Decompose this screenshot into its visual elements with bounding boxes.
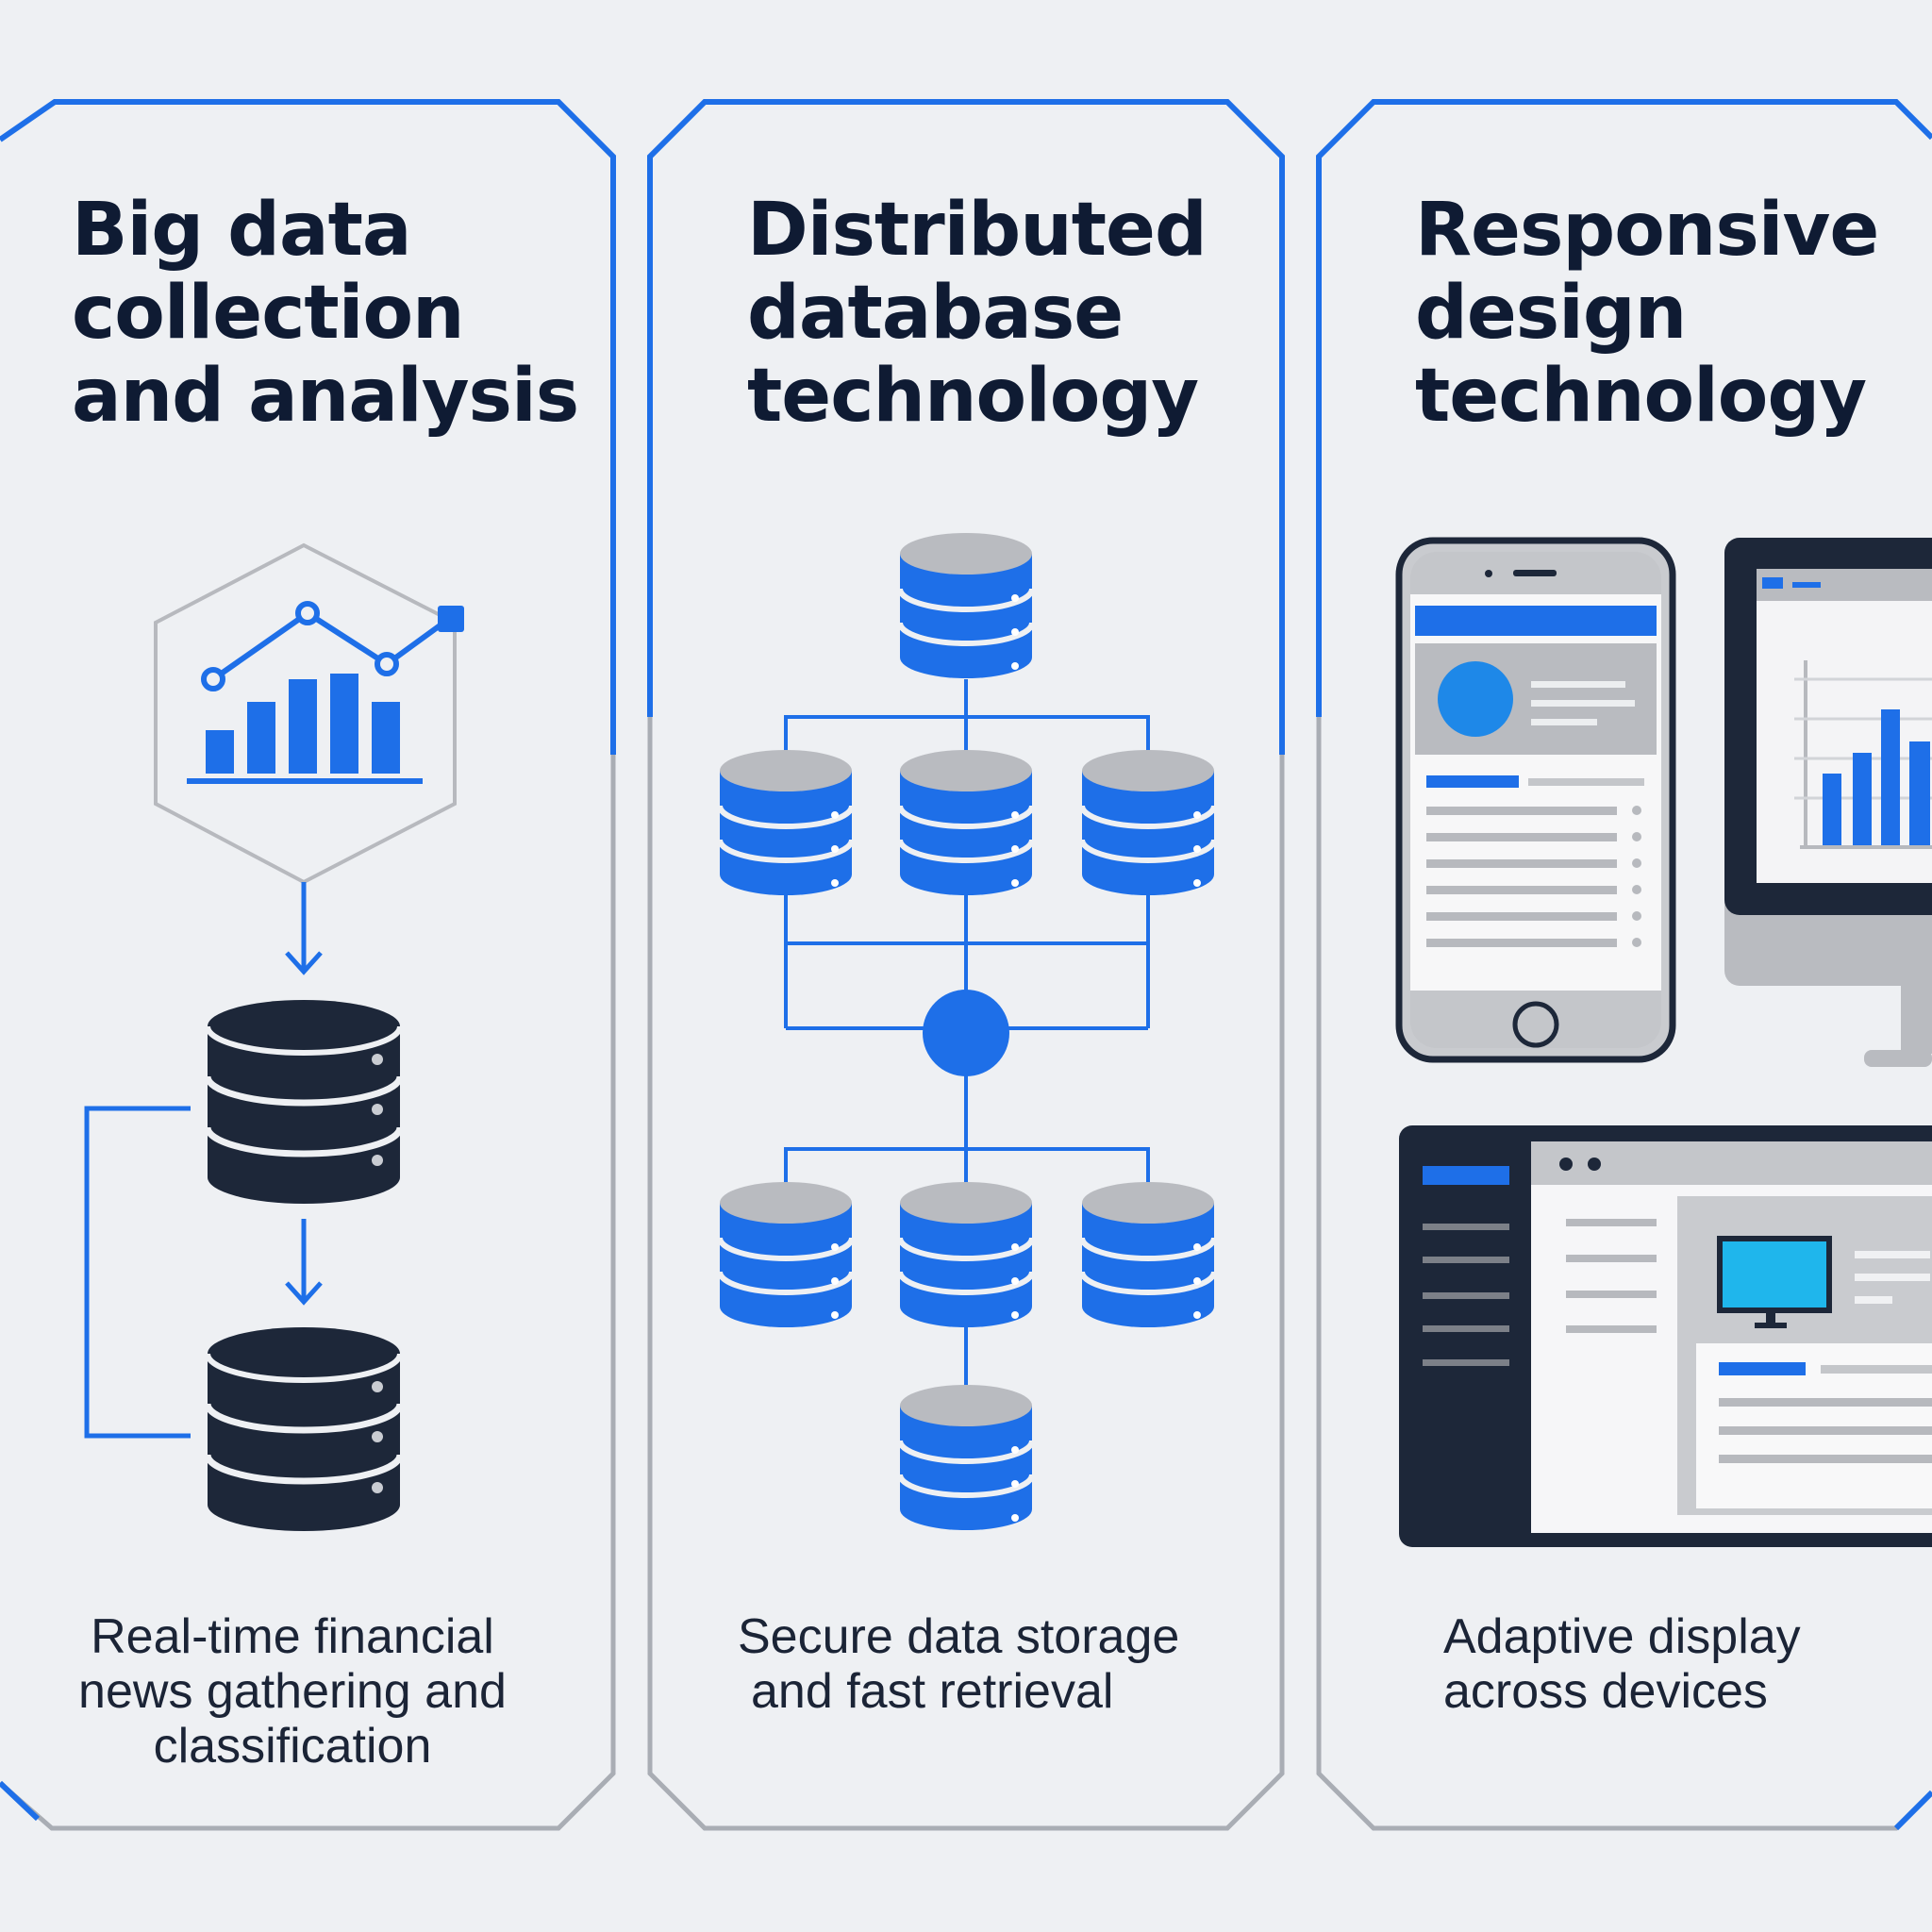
title-line: Distributed xyxy=(747,188,1208,273)
network-node-icon xyxy=(923,990,1009,1076)
panel-3-frame xyxy=(1316,99,1932,1831)
database-icon xyxy=(900,750,1032,895)
database-icon xyxy=(1082,1182,1214,1327)
database-icon xyxy=(720,1182,852,1327)
title-line: collection xyxy=(72,271,465,356)
panel-caption: Secure data storage and fast retrieval xyxy=(738,1609,1228,1719)
panel-title: Distributed database technology xyxy=(747,188,1208,439)
database-icon xyxy=(1082,750,1214,895)
title-line: database xyxy=(747,271,1124,356)
panel-title: Responsive design technology xyxy=(1415,188,1879,439)
caption-line: Adaptive display xyxy=(1443,1609,1801,1664)
title-line: technology xyxy=(1415,354,1867,439)
database-icon xyxy=(900,533,1032,678)
caption-line: Real-time financial xyxy=(91,1609,494,1664)
panel-1-frame xyxy=(0,99,616,1831)
arrow-down-icon xyxy=(285,1219,323,1306)
title-line: and analysis xyxy=(72,354,579,439)
laptop-icon xyxy=(1399,1125,1932,1547)
database-icon xyxy=(208,1000,400,1204)
title-line: technology xyxy=(747,354,1199,439)
panel-title: Big data collection and analysis xyxy=(72,188,579,439)
panel-2-frame xyxy=(647,99,1285,1831)
caption-line: classification xyxy=(153,1719,432,1774)
caption-line: and fast retrieval xyxy=(751,1664,1114,1719)
desktop-monitor-icon xyxy=(1724,538,1932,1067)
title-line: Responsive xyxy=(1415,188,1879,273)
caption-line: across devices xyxy=(1443,1664,1768,1719)
analytics-hexagon-icon xyxy=(154,542,464,885)
loop-connector xyxy=(84,1106,191,1439)
database-icon xyxy=(900,1182,1032,1327)
title-line: Big data xyxy=(72,188,412,273)
database-icon xyxy=(900,1385,1032,1530)
panel-caption: Adaptive display across devices xyxy=(1443,1609,1896,1719)
title-line: design xyxy=(1415,271,1687,356)
network-connectors xyxy=(784,679,1150,1389)
caption-line: news gathering and xyxy=(78,1664,507,1719)
database-icon xyxy=(208,1327,400,1531)
arrow-down-icon xyxy=(285,882,323,975)
smartphone-icon xyxy=(1395,537,1676,1063)
panel-caption: Real-time financial news gathering and c… xyxy=(57,1609,528,1774)
database-icon xyxy=(720,750,852,895)
caption-line: Secure data storage xyxy=(738,1609,1180,1664)
